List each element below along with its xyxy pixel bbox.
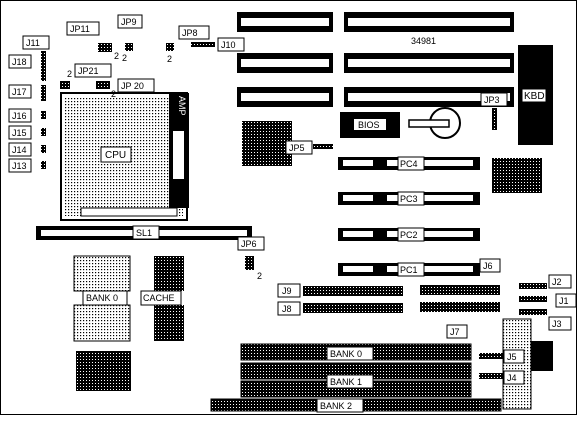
chip-mid-left (242, 121, 292, 166)
jp9-pin: 2 (122, 53, 127, 63)
jp3-label: JP3 (484, 95, 500, 105)
j10-label: J10 (221, 40, 236, 50)
pc3-label: PC3 (400, 194, 418, 204)
jp6-label: JP6 (241, 239, 257, 249)
j1-label: J1 (559, 296, 569, 306)
memory-banks: BANK 0 BANK 1 BANK 2 (210, 343, 502, 413)
j2-label: J2 (552, 277, 562, 287)
board-number: 34981 (411, 36, 436, 46)
j16-label: J16 (12, 111, 27, 121)
keyboard-connector: KBD (518, 45, 553, 145)
bank0-label: BANK 0 (330, 349, 362, 359)
j7-label: J7 (450, 327, 460, 337)
bank2-label: BANK 2 (320, 401, 352, 411)
right-connectors: J2 J1 J3 J5 J4 (479, 274, 577, 410)
j3-label: J3 (552, 319, 562, 329)
jp21-pin: 2 (67, 69, 72, 79)
cache-label: CACHE (143, 293, 175, 303)
j17-label: J17 (12, 87, 27, 97)
j15-label: J15 (12, 128, 27, 138)
cpu-socket: CPU AMP (60, 92, 189, 221)
j5-label: J5 (507, 352, 517, 362)
amp-label: AMP (177, 96, 187, 116)
jumper-jp5: JP5 (285, 140, 333, 155)
jumper-jp3: JP3 (480, 92, 508, 130)
pc1-label: PC1 (400, 265, 418, 275)
left-connectors: J11 J18 J17 J16 J15 J14 J13 (8, 35, 50, 173)
kbd-label: KBD (524, 91, 545, 102)
sl1-slot: SL1 (36, 225, 252, 240)
jp20-pin: 2 (111, 89, 116, 99)
headers-j9-j8: J9 J8 (277, 283, 403, 316)
cpu-label: CPU (105, 150, 126, 161)
pc4-label: PC4 (400, 159, 418, 169)
jp5-label: JP5 (289, 143, 305, 153)
chip-right (492, 158, 542, 193)
bios-chip: BIOS (340, 112, 400, 138)
jp21-label: JP21 (78, 66, 99, 76)
j14-label: J14 (12, 145, 27, 155)
cache-area: BANK 0 CACHE (73, 255, 184, 391)
jp9-label: JP9 (121, 17, 137, 27)
jp8-label: JP8 (182, 28, 198, 38)
sl1-label: SL1 (136, 228, 152, 238)
j4-label: J4 (507, 373, 517, 383)
jp20-label: JP 20 (121, 81, 144, 91)
bank0-cache-label: BANK 0 (86, 293, 118, 303)
j18-label: J18 (12, 57, 27, 67)
j8-label: J8 (282, 304, 292, 314)
pc2-label: PC2 (400, 230, 418, 240)
jp6-pin: 2 (257, 271, 262, 281)
jp11-pin: 2 (114, 51, 119, 61)
top-left-jumpers: JP11 2 JP9 2 JP8 2 J10 JP21 2 JP 20 2 (60, 14, 245, 99)
j13-label: J13 (12, 161, 27, 171)
bios-label: BIOS (358, 120, 380, 130)
jp11-label: JP11 (70, 24, 90, 34)
pci-slots: PC4 PC3 PC2 PC1 (338, 156, 480, 277)
j11-label: J11 (26, 38, 40, 48)
jumper-jp6: JP6 2 (237, 236, 265, 281)
isa-slots (237, 12, 514, 107)
j9-label: J9 (282, 286, 292, 296)
headers-j6-j7: J6 J7 (420, 258, 501, 339)
jp8-pin: 2 (167, 54, 172, 64)
battery (408, 107, 461, 139)
bank1-label: BANK 1 (330, 377, 362, 387)
j6-label: J6 (483, 261, 493, 271)
